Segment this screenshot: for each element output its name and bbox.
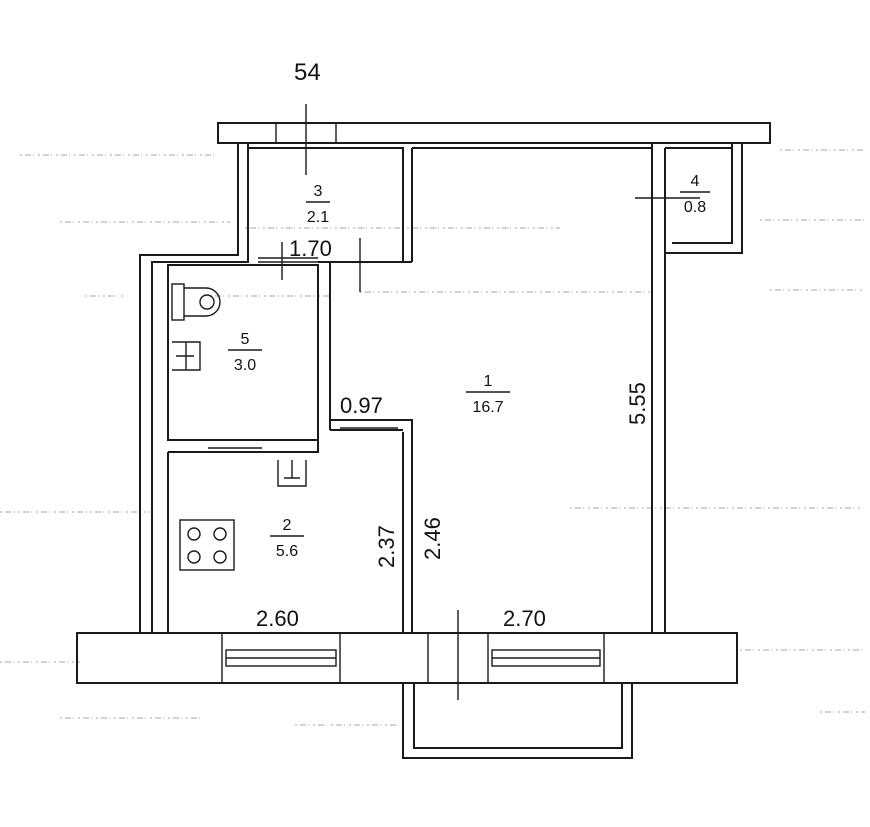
dimension-label: 2.46 bbox=[420, 517, 445, 560]
room-number: 2 bbox=[283, 517, 292, 534]
toilet-icon bbox=[171, 283, 221, 321]
room-area: 0.8 bbox=[684, 199, 706, 216]
dimension-label: 1.70 bbox=[289, 236, 332, 261]
room-number: 5 bbox=[241, 331, 250, 348]
dimension-label: 5.55 bbox=[625, 382, 650, 425]
stove-icon bbox=[179, 519, 235, 571]
openings bbox=[208, 104, 700, 700]
scan-noise bbox=[0, 149, 865, 726]
room-area: 3.0 bbox=[234, 357, 256, 374]
room-area: 5.6 bbox=[276, 543, 298, 560]
dimension-label: 2.70 bbox=[503, 606, 546, 631]
walls bbox=[139, 122, 771, 759]
sink-icon bbox=[172, 341, 201, 371]
room-area: 2.1 bbox=[307, 209, 329, 226]
room-label-5: 5 3.0 bbox=[228, 331, 262, 374]
bottom-wall bbox=[76, 632, 738, 684]
plan-number: 54 bbox=[294, 59, 321, 86]
dimension-label: 2.60 bbox=[256, 606, 299, 631]
room-number: 1 bbox=[484, 373, 493, 390]
room-number: 4 bbox=[691, 173, 700, 190]
room-label-4: 4 0.8 bbox=[680, 173, 710, 216]
dimension-label: 0.97 bbox=[340, 393, 383, 418]
room-area: 16.7 bbox=[472, 399, 503, 416]
room-label-3: 3 2.1 bbox=[306, 183, 330, 226]
dimension-label: 2.37 bbox=[374, 525, 399, 568]
room-label-2: 2 5.6 bbox=[270, 517, 304, 560]
room-label-1: 1 16.7 bbox=[466, 373, 510, 416]
sink-icon bbox=[277, 460, 307, 487]
room-number: 3 bbox=[314, 183, 323, 200]
